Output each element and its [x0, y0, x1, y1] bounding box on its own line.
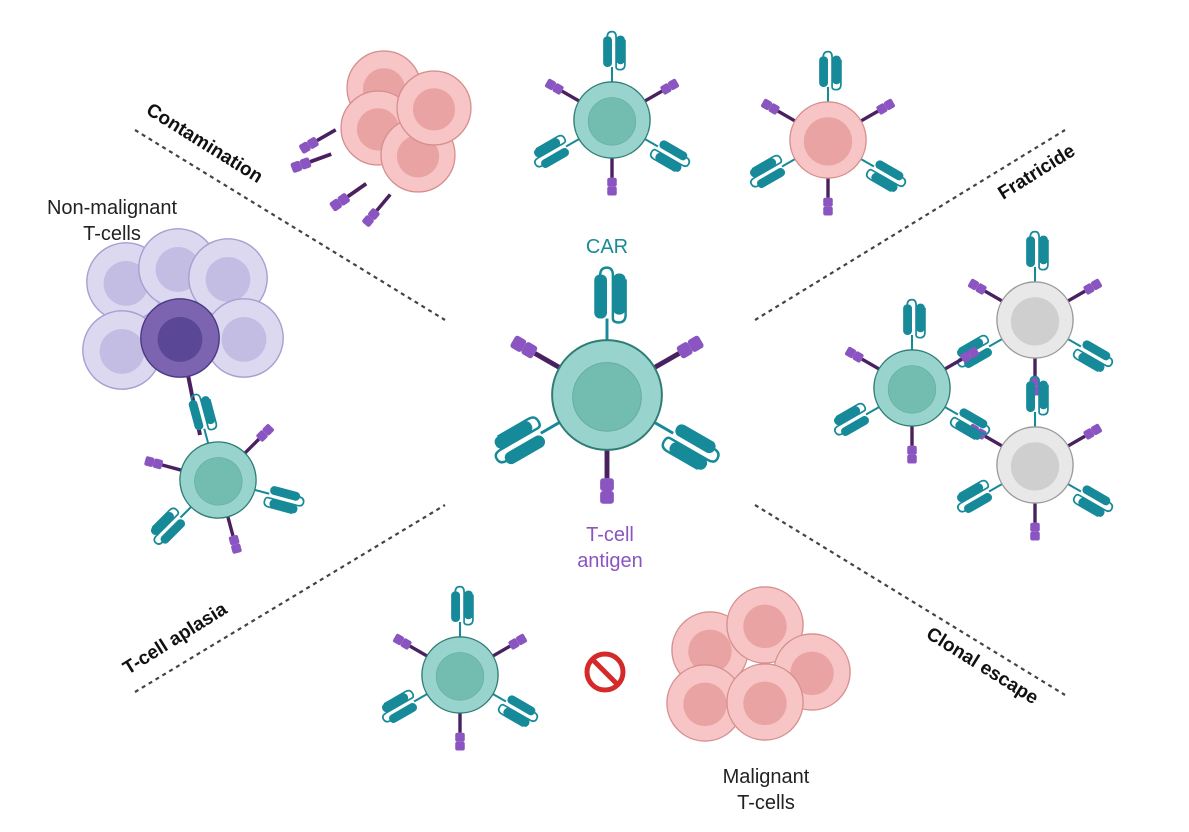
section-title-contamination: Contamination: [142, 99, 266, 187]
antigen-label-line1: T-cell: [586, 524, 634, 546]
car-t-cell-bottom: [377, 587, 541, 751]
section-title-aplasia: T-cell aplasia: [120, 599, 232, 680]
fratricide-cells: [829, 232, 1116, 541]
car-t-cell-top: [529, 32, 693, 196]
malignant-label-line1: Malignant: [723, 766, 810, 788]
section-title-clonal-escape: Clonal escape: [922, 623, 1041, 709]
divider-line: [134, 504, 446, 693]
car-t-cell-aplasia: [115, 374, 316, 575]
section-title-fratricide: Fratricide: [995, 141, 1080, 205]
antigen-label-line2: antigen: [577, 550, 643, 572]
car-expressing-malignant-cell: [745, 52, 909, 216]
malignant-t-cells: [666, 586, 851, 742]
central-car-t-cell: [487, 268, 723, 504]
malignant-label-line2: T-cells: [737, 792, 795, 814]
non-malignant-label-line1: Non-malignant: [47, 197, 178, 219]
non-malignant-t-cells: [82, 228, 284, 436]
contaminating-malignant-cells: [288, 50, 472, 230]
non-malignant-label-line2: T-cells: [83, 223, 141, 245]
car-label: CAR: [586, 236, 628, 258]
prohibition-icon: [584, 651, 626, 693]
